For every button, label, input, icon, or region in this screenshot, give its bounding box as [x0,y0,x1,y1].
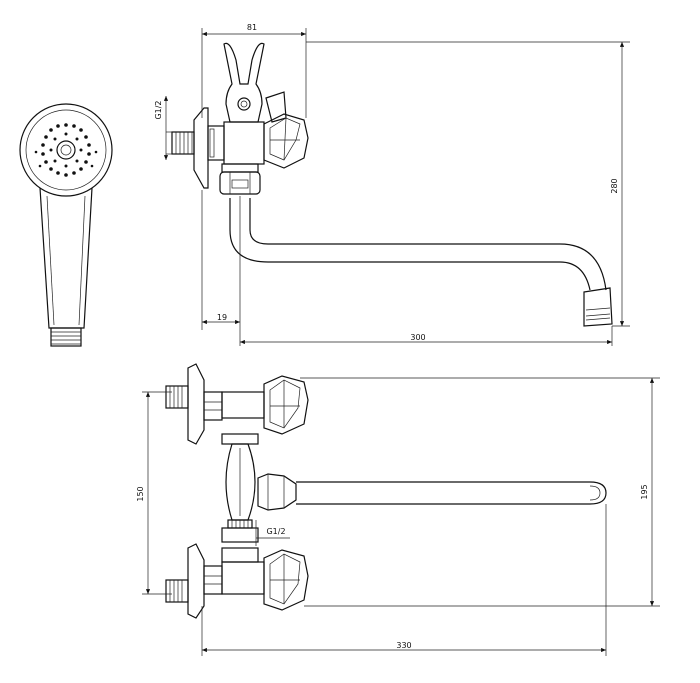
top-valve-handle [263,375,309,435]
top-escutcheon [187,363,205,445]
side-nut [219,171,261,195]
center-body [225,443,256,521]
side-valve-body [223,121,265,165]
dim-wall-offset: 19 [217,313,227,322]
side-nut-top [221,163,259,173]
center-top-nut [221,433,259,445]
shower-thread [50,327,82,347]
shower-head-outer [19,103,113,197]
dim-thread-bottom: G1/2 [266,527,285,536]
dim-height-side: 195 [640,484,649,499]
dimension-lines [142,28,660,656]
faucet-side-view [171,42,613,327]
dim-spout-reach-bottom: 330 [396,641,411,650]
top-nut [203,391,223,421]
side-connector [207,125,225,161]
dim-height-total: 280 [610,178,619,193]
spout-junction [257,473,297,511]
shower-holder [223,42,265,123]
bottom-valve-body [221,561,265,595]
dim-top-width: 81 [247,23,257,32]
side-spout-inner [249,198,607,291]
faucet-front-view [165,363,607,619]
center-bottom-nut [221,527,259,543]
side-spout-outer [229,198,591,291]
bottom-inlet-thread [165,579,189,603]
dim-spout-reach-top: 300 [410,333,425,342]
dim-center-distance: 150 [136,486,145,501]
spout-end [589,481,607,505]
side-inlet-thread [171,131,195,155]
side-aerator [583,287,613,327]
bottom-valve-handle [263,549,309,611]
side-valve-handle [263,113,309,169]
shower-head-rim [25,109,107,191]
side-escutcheon [193,107,209,189]
bottom-nut [203,565,223,595]
dim-thread-side: G1/2 [154,100,163,119]
hand-shower [19,103,113,347]
shower-head-center [56,140,76,160]
top-valve-body [221,391,265,419]
top-inlet-thread [165,385,189,409]
spray-nozzles [34,123,98,177]
bottom-escutcheon [187,543,205,619]
bottom-valve-neck [221,547,259,563]
